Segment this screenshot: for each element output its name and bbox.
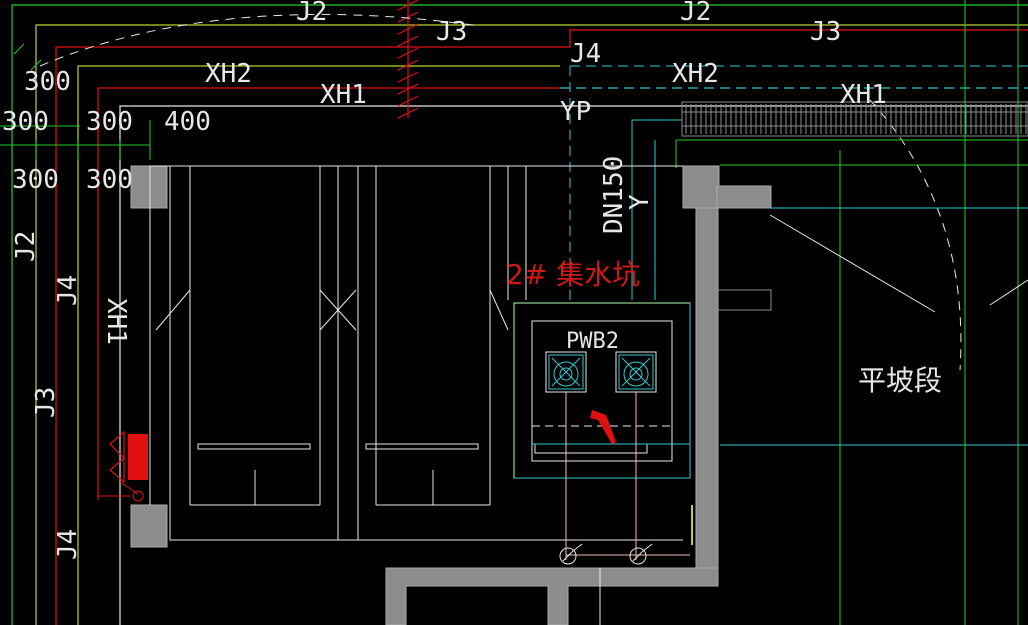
valve-icon[interactable] <box>629 543 653 565</box>
label-dim-300-c: 300 <box>86 107 133 137</box>
label-slope-section: 平坡段 <box>858 364 942 397</box>
label-j3-top-left: J3 <box>436 17 467 47</box>
label-xh1-right: XH1 <box>840 80 887 110</box>
label-dim-300-a: 300 <box>24 67 71 97</box>
pipe-j4-line <box>77 65 560 625</box>
discharge-pipes <box>565 392 690 560</box>
door-sills <box>197 443 479 450</box>
label-dim-400: 400 <box>164 107 211 137</box>
structural-grid-right <box>675 0 1028 625</box>
label-j4-vertical-upper: J4 <box>53 275 83 306</box>
pipe-xh2-line <box>55 29 1028 625</box>
cyan-lines <box>569 65 1028 446</box>
door-swings <box>155 289 509 331</box>
label-dim-300-d: 300 <box>12 165 59 195</box>
label-y-vertical: Y <box>625 194 655 210</box>
valve-icon[interactable] <box>559 543 583 565</box>
label-j2-top-right: J2 <box>680 0 711 27</box>
label-xh2-right: XH2 <box>672 59 719 89</box>
label-dn150: DN150 <box>599 156 629 234</box>
wall-opening <box>716 289 772 311</box>
label-yp: YP <box>560 97 591 127</box>
dimension-lines <box>0 43 151 160</box>
label-sump-name: 2# 集水坑 <box>506 258 640 291</box>
label-xh2-left: XH2 <box>205 59 252 89</box>
grating-strip <box>681 101 1028 137</box>
pump-icon[interactable] <box>615 351 657 393</box>
arrow-icon <box>590 410 616 444</box>
pipe-yp-line <box>119 105 1028 625</box>
label-pump-tag: PWB2 <box>566 329 619 354</box>
label-j3-vertical: J3 <box>31 387 61 418</box>
pipe-xh1-line <box>97 87 1028 500</box>
dashed-arc-left <box>39 13 481 67</box>
label-dim-300-e: 300 <box>86 165 133 195</box>
label-xh1-left: XH1 <box>320 80 367 110</box>
label-j4-vertical-lower: J4 <box>53 529 83 560</box>
label-j3-top-right: J3 <box>810 17 841 47</box>
diagonal-lines-right <box>769 214 1028 313</box>
label-xh1-vertical: XH1 <box>101 298 131 345</box>
dashed-arc-right <box>869 99 962 371</box>
concrete-walls <box>130 165 772 625</box>
pipe-j2-line <box>11 4 1028 625</box>
break-marks <box>397 0 419 119</box>
fire-hydrant-icon[interactable] <box>109 430 148 502</box>
label-j2-top-left: J2 <box>296 0 327 27</box>
pipe-j3-line <box>35 24 1028 625</box>
label-j4-top: J4 <box>570 39 601 69</box>
label-j2-vertical: J2 <box>11 231 41 262</box>
label-dim-300-b: 300 <box>2 107 49 137</box>
pump-icon[interactable] <box>545 351 587 393</box>
